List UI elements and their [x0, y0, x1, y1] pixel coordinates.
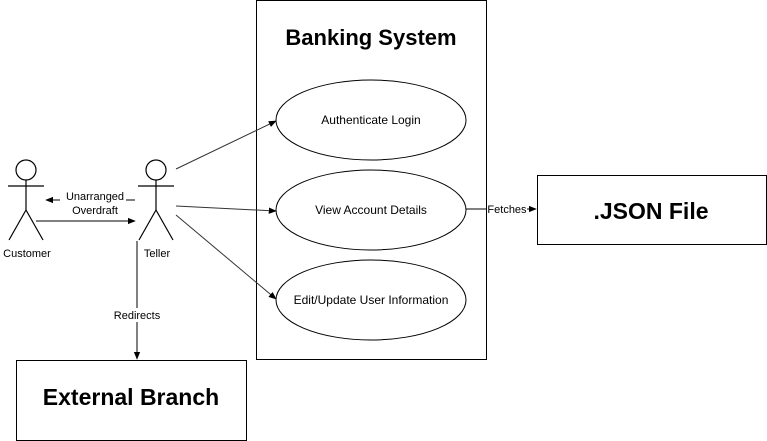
use-case-view-details-label: View Account Details	[315, 203, 427, 217]
use-case-view-account-details: View Account Details	[275, 169, 467, 251]
teller-actor	[138, 159, 174, 241]
use-case-edit-info-label: Edit/Update User Information	[294, 293, 449, 307]
external-branch-box: External Branch	[16, 360, 247, 441]
json-file-label: .JSON File	[593, 198, 708, 224]
external-branch-label: External Branch	[43, 384, 219, 410]
customer-actor	[8, 159, 44, 241]
system-title: Banking System	[285, 25, 456, 50]
use-case-authenticate-label: Authenticate Login	[321, 113, 420, 127]
use-case-edit-user-information: Edit/Update User Information	[275, 259, 467, 341]
json-file-box: .JSON File	[537, 175, 767, 245]
edge-label-redirects: Redirects	[114, 310, 161, 322]
teller-label: Teller	[144, 248, 171, 260]
use-case-authenticate-login: Authenticate Login	[275, 79, 467, 161]
edge-label-fetches: Fetches	[487, 204, 527, 216]
edge-teller-view-details	[175, 205, 277, 214]
edge-teller-authenticate	[175, 120, 277, 170]
edge-label-unarranged: Unarranged	[66, 191, 124, 203]
edge-label-overdraft: Overdraft	[72, 205, 118, 217]
customer-label: Customer	[3, 248, 51, 260]
edge-teller-edit-info	[175, 214, 277, 300]
